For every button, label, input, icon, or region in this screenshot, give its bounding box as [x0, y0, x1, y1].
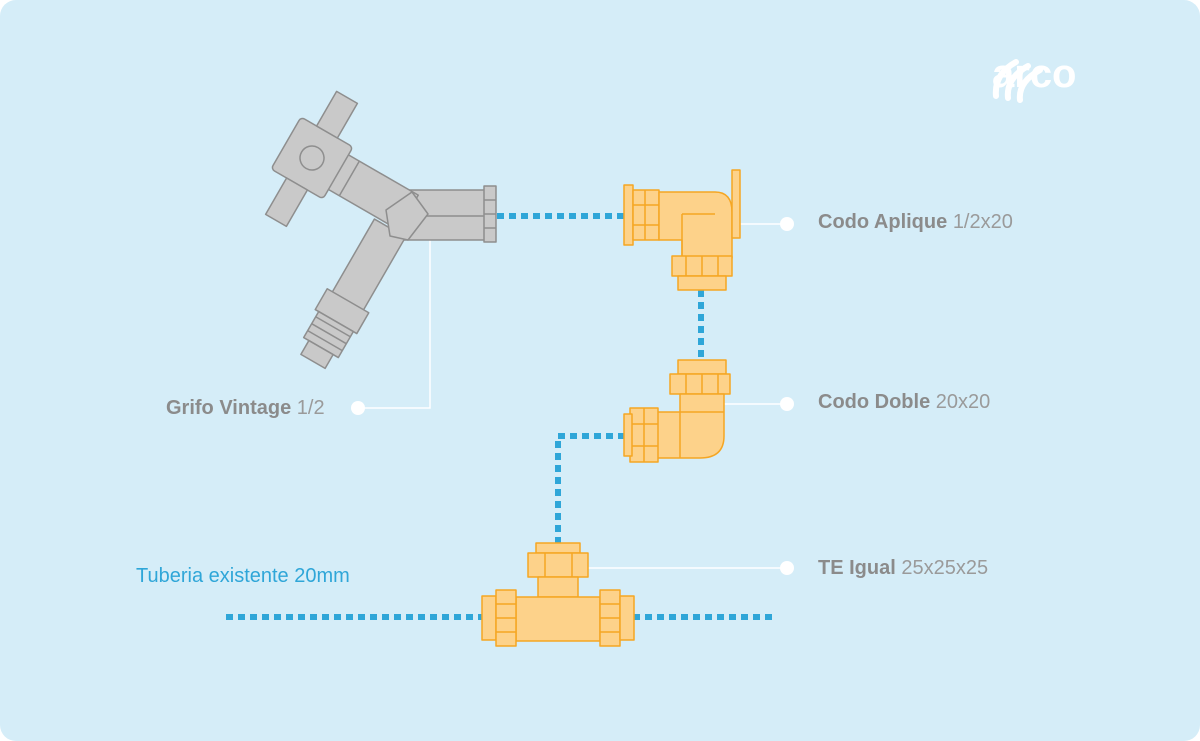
label-grifo-name: Grifo Vintage: [166, 397, 292, 419]
label-te-igual-name: TE Igual: [818, 557, 896, 579]
arco-logo-icon: [992, 59, 1043, 103]
brand-name: arco: [992, 52, 1077, 96]
label-codo-doble-dim: 20x20: [935, 391, 991, 413]
label-codo-aplique-dim: 1/2x20: [952, 211, 1013, 233]
leader-dot-te: [780, 561, 794, 575]
label-tuberia-existente: Tuberia existente 20mm: [136, 565, 350, 587]
label-te-igual: TE Igual 25x25x25: [818, 557, 988, 580]
dotted-pipes: [226, 213, 775, 620]
label-codo-aplique: Codo Aplique 1/2x20: [818, 211, 1013, 234]
leader-dot-doble: [780, 397, 794, 411]
leader-dots: [351, 217, 794, 575]
label-codo-aplique-name: Codo Aplique: [818, 211, 948, 233]
leader-dot-grifo: [351, 401, 365, 415]
pipe-doble-to-te: [555, 433, 625, 545]
codo-doble-fitting: [623, 359, 731, 463]
label-grifo: Grifo Vintage 1/2: [166, 397, 325, 420]
te-igual-fitting: [481, 542, 635, 647]
leader-dot-aplique: [780, 217, 794, 231]
grifo-vintage-tap: [264, 90, 497, 370]
label-codo-doble-name: Codo Doble: [818, 391, 931, 413]
label-codo-doble: Codo Doble 20x20: [818, 391, 990, 414]
label-grifo-dim: 1/2: [296, 397, 325, 419]
codo-aplique-fitting: [623, 169, 741, 291]
label-te-igual-dim: 25x25x25: [901, 557, 989, 579]
